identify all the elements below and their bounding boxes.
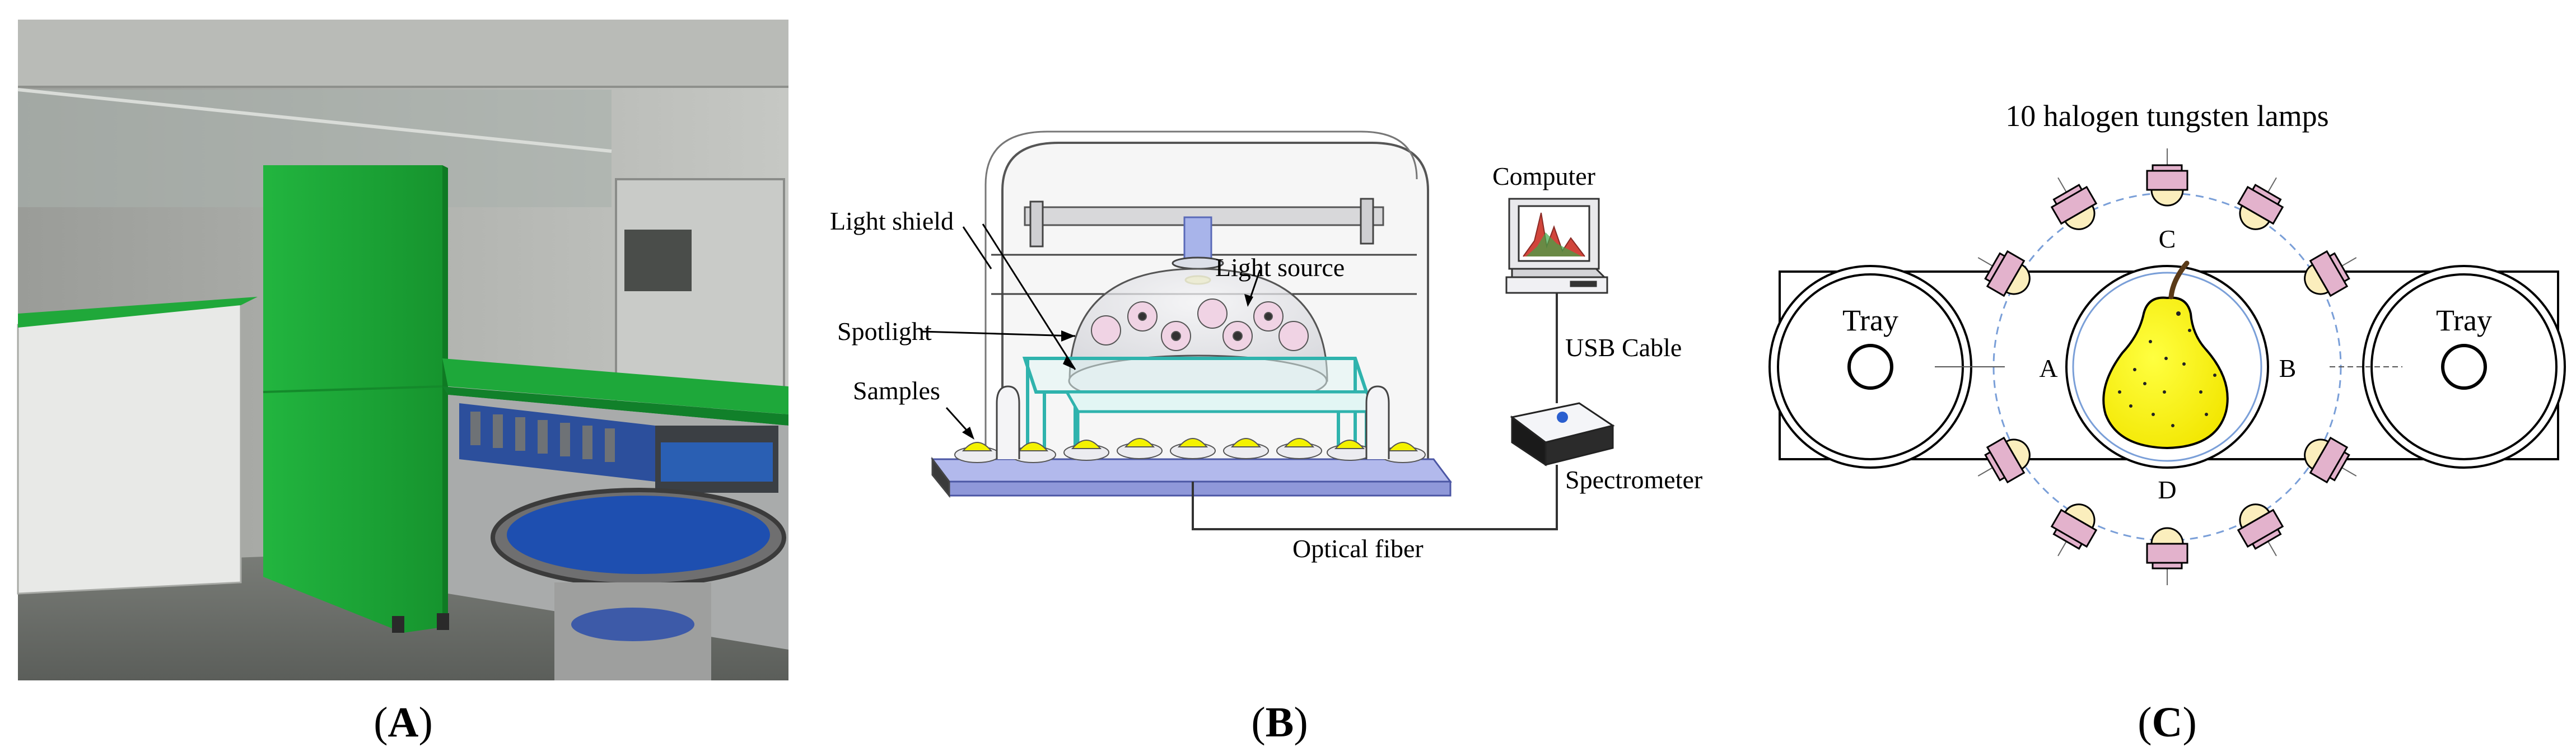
- green-machine-body: [263, 165, 442, 633]
- halogen-lamp: [2146, 527, 2188, 585]
- label-tray-left: Tray: [1842, 304, 1898, 337]
- halogen-lamp: [2050, 503, 2098, 557]
- caption-b: (B): [1251, 699, 1308, 746]
- label-lamps-title: 10 halogen tungsten lamps: [2005, 99, 2328, 133]
- panel-a-photo: [17, 20, 788, 680]
- spotlight-dome: [1068, 268, 1328, 382]
- pear: [2102, 260, 2229, 450]
- halogen-lamp: [2146, 148, 2188, 207]
- tray-right: [2362, 265, 2566, 469]
- halogen-lamp: [1977, 250, 2031, 297]
- caption-a: (A): [374, 699, 433, 746]
- halogen-lamp: [2237, 503, 2284, 557]
- label-computer: Computer: [1492, 162, 1595, 190]
- label-usb-cable: USB Cable: [1565, 333, 1682, 362]
- halogen-lamp: [2237, 177, 2284, 230]
- label-point-a: A: [2039, 354, 2057, 382]
- label-light-shield: Light shield: [830, 207, 954, 235]
- spectrometer-device: [1510, 402, 1615, 466]
- halogen-lamp: [2304, 250, 2357, 297]
- halogen-lamp: [1977, 436, 2031, 484]
- panel-b-schematic: [921, 130, 1615, 530]
- label-tray-right: Tray: [2436, 304, 2492, 337]
- halogen-lamp: [2304, 436, 2357, 484]
- caption-c: (C): [2138, 699, 2197, 746]
- label-optical-fiber: Optical fiber: [1292, 534, 1424, 563]
- label-point-c: C: [2159, 225, 2176, 253]
- label-point-b: B: [2279, 354, 2297, 382]
- halogen-lamps: [1977, 148, 2357, 585]
- halogen-lamp: [2050, 177, 2098, 230]
- sample-row: [954, 438, 1426, 463]
- conveyor: [931, 458, 1452, 483]
- computer-device: [1505, 198, 1608, 294]
- label-light-source: Light source: [1215, 253, 1345, 282]
- light-source-holder: [1183, 216, 1212, 263]
- label-point-d: D: [2158, 475, 2176, 504]
- spotlight-lamps: [1091, 298, 1309, 351]
- panel-c-topview: [1768, 148, 2566, 585]
- sample-cups-row: [470, 412, 615, 462]
- optical-fiber-line: [1192, 465, 1558, 530]
- label-spectrometer: Spectrometer: [1565, 465, 1702, 494]
- label-spotlight: Spotlight: [837, 317, 932, 346]
- label-samples: Samples: [853, 376, 940, 405]
